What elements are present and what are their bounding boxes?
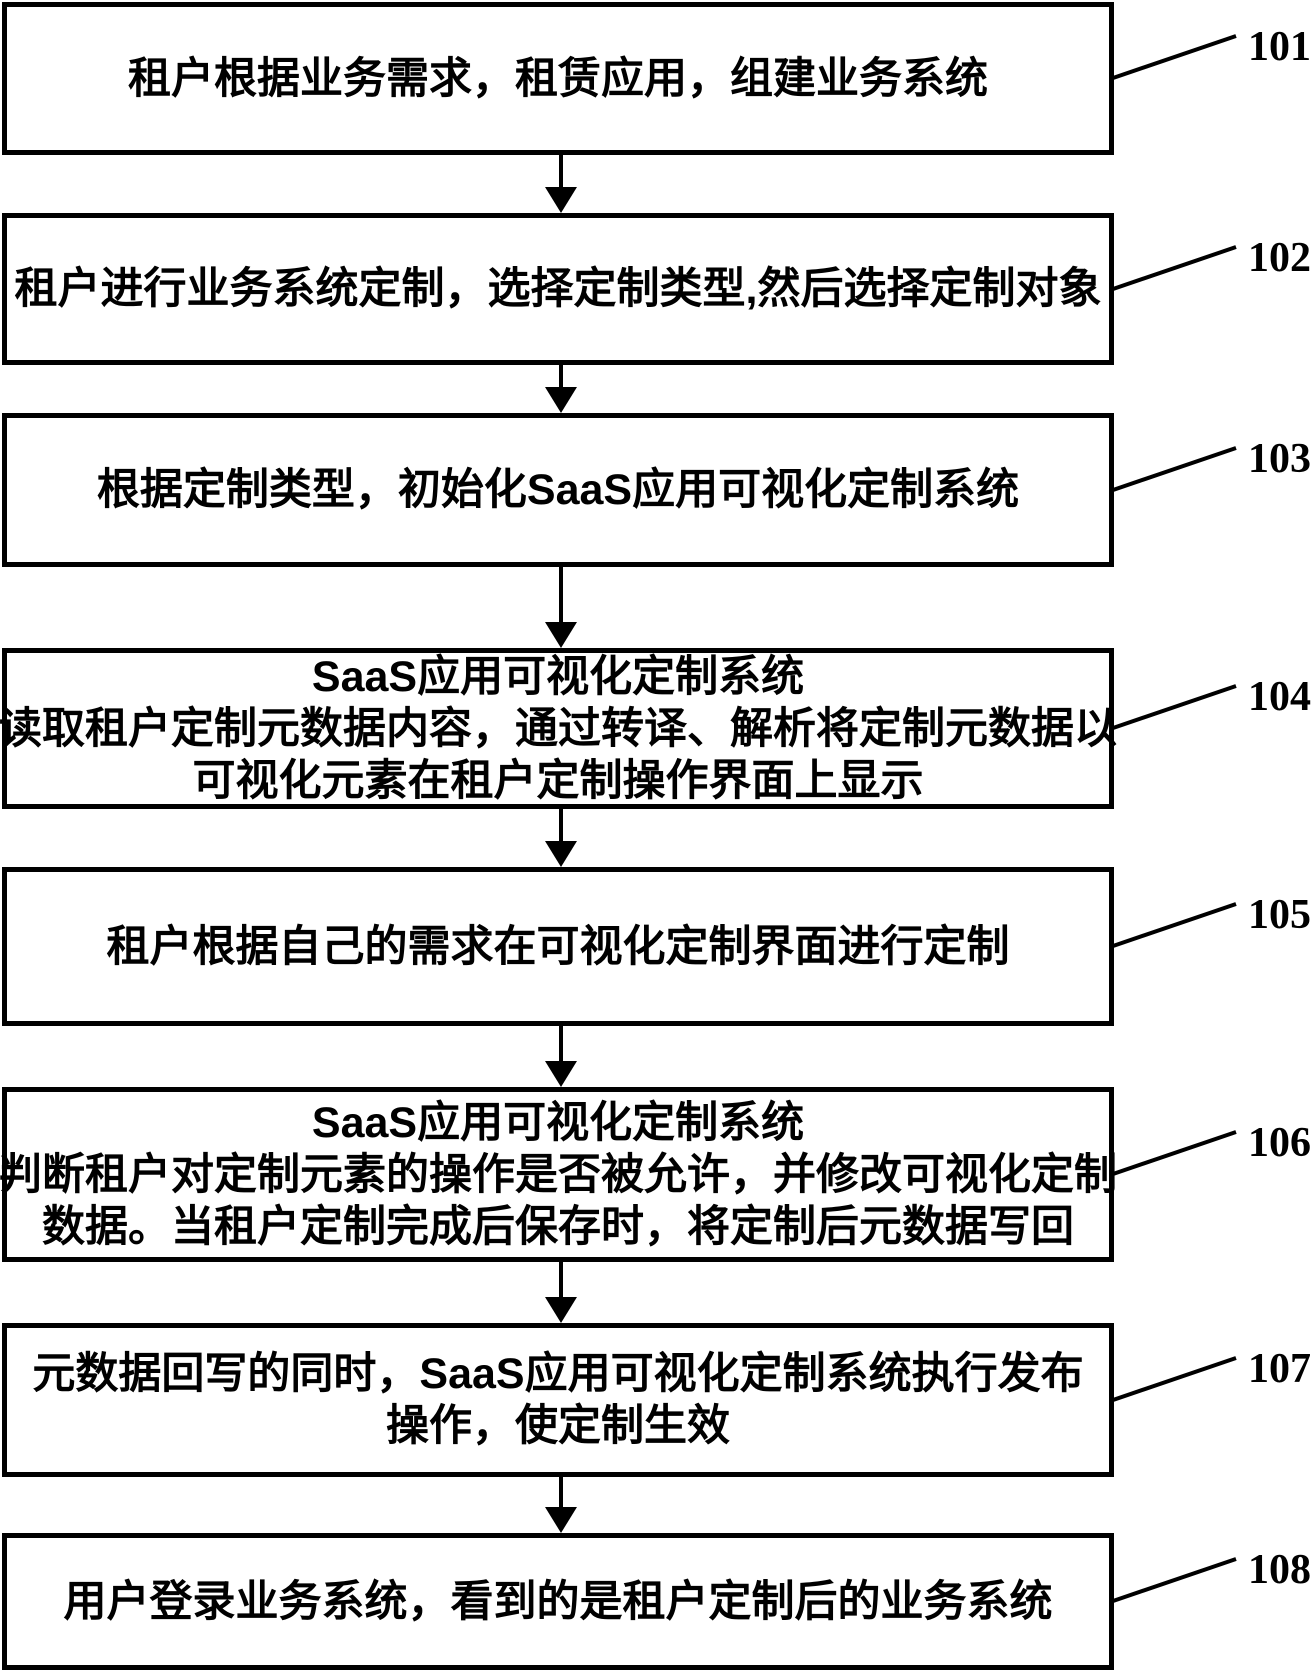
step-ref-label-108: 108 — [1191, 1549, 1311, 1591]
arrow-head-icon — [545, 1061, 577, 1087]
down-arrow-connector — [545, 567, 577, 648]
arrow-head-icon — [545, 1507, 577, 1533]
down-arrow-connector — [545, 1026, 577, 1087]
flow-step-box-107: 元数据回写的同时，SaaS应用可视化定制系统执行发布 操作，使定制生效 — [2, 1323, 1114, 1477]
arrow-head-icon — [545, 622, 577, 648]
down-arrow-connector — [545, 155, 577, 213]
down-arrow-connector — [545, 1477, 577, 1533]
down-arrow-connector — [545, 365, 577, 413]
step-ref-label-105: 105 — [1191, 894, 1311, 936]
step-ref-label-107: 107 — [1191, 1348, 1311, 1390]
flow-step-box-108: 用户登录业务系统，看到的是租户定制后的业务系统 — [2, 1533, 1114, 1670]
arrow-shaft — [559, 809, 563, 843]
arrow-shaft — [559, 365, 563, 389]
step-text-line: 租户进行业务系统定制，选择定制类型,然后选择定制对象 — [15, 263, 1102, 315]
arrow-head-icon — [545, 387, 577, 413]
step-text-line: 判断租户对定制元素的操作是否被允许，并修改可视化定制 — [0, 1149, 1117, 1201]
flow-step-box-103: 根据定制类型，初始化SaaS应用可视化定制系统 — [2, 413, 1114, 567]
down-arrow-connector — [545, 1262, 577, 1323]
flow-step-box-101: 租户根据业务需求，租赁应用，组建业务系统 — [2, 2, 1114, 155]
arrow-head-icon — [545, 841, 577, 867]
arrow-shaft — [559, 567, 563, 624]
flow-step-box-105: 租户根据自己的需求在可视化定制界面进行定制 — [2, 867, 1114, 1026]
arrow-head-icon — [545, 1297, 577, 1323]
down-arrow-connector — [545, 809, 577, 867]
step-text-line: 数据。当租户定制完成后保存时，将定制后元数据写回 — [42, 1201, 1074, 1253]
arrow-shaft — [559, 1026, 563, 1063]
step-text-line: SaaS应用可视化定制系统 — [312, 1097, 804, 1149]
arrow-shaft — [559, 1477, 563, 1509]
step-text-line: 读取租户定制元数据内容，通过转译、解析将定制元数据以 — [0, 703, 1117, 755]
arrow-shaft — [559, 1262, 563, 1299]
step-ref-label-104: 104 — [1191, 676, 1311, 718]
step-ref-label-102: 102 — [1191, 237, 1311, 279]
step-text-line: 根据定制类型，初始化SaaS应用可视化定制系统 — [97, 464, 1019, 516]
step-ref-label-103: 103 — [1191, 438, 1311, 480]
step-text-line: 用户登录业务系统，看到的是租户定制后的业务系统 — [64, 1576, 1053, 1628]
flow-step-box-106: SaaS应用可视化定制系统 判断租户对定制元素的操作是否被允许，并修改可视化定制… — [2, 1087, 1114, 1262]
step-text-line: 可视化元素在租户定制操作界面上显示 — [193, 755, 924, 807]
step-text-line: 租户根据业务需求，租赁应用，组建业务系统 — [128, 53, 988, 105]
flow-step-box-102: 租户进行业务系统定制，选择定制类型,然后选择定制对象 — [2, 213, 1114, 365]
arrow-shaft — [559, 155, 563, 189]
step-ref-label-101: 101 — [1191, 26, 1311, 68]
step-text-line: 元数据回写的同时，SaaS应用可视化定制系统执行发布 — [32, 1348, 1083, 1400]
flow-step-box-104: SaaS应用可视化定制系统 读取租户定制元数据内容，通过转译、解析将定制元数据以… — [2, 648, 1114, 809]
step-text-line: 租户根据自己的需求在可视化定制界面进行定制 — [107, 921, 1010, 973]
step-text-line: 操作，使定制生效 — [386, 1400, 730, 1452]
arrow-head-icon — [545, 187, 577, 213]
step-ref-label-106: 106 — [1191, 1122, 1311, 1164]
step-text-line: SaaS应用可视化定制系统 — [312, 651, 804, 703]
